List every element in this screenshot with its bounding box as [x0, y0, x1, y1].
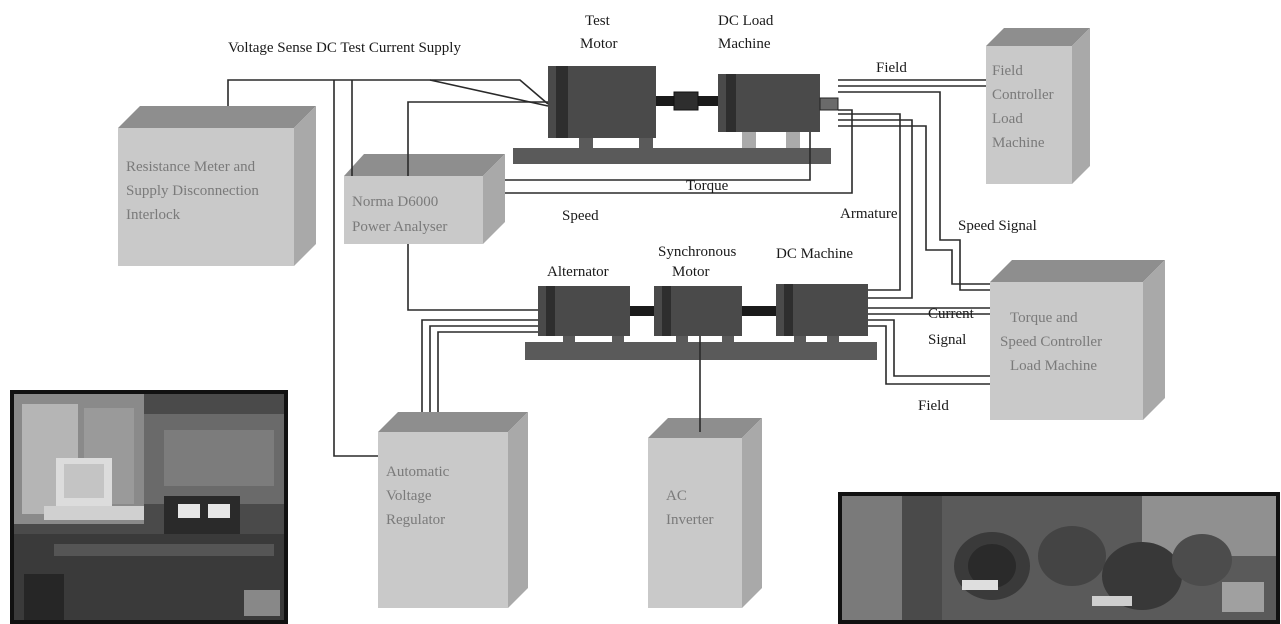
bottom-shaft-2 [742, 306, 776, 316]
dc-machine-label: DC Machine [776, 246, 853, 262]
lab-photo-left-image [14, 394, 284, 620]
field-controller-box: Field Controller Load Machine [986, 28, 1090, 184]
sync-motor-label-2: Motor [672, 264, 710, 280]
torque-label: Torque [686, 178, 729, 194]
avr-line-1: Automatic [386, 464, 450, 480]
dc-load-label-2: Machine [718, 36, 771, 52]
alternator [538, 286, 630, 336]
lab-photo-right [838, 492, 1280, 624]
speed-signal-label: Speed Signal [958, 218, 1037, 234]
avr-line-2: Voltage [386, 488, 432, 504]
speed-label: Speed [562, 208, 599, 224]
ac-inverter-line-2: Inverter [666, 512, 713, 528]
torque-transducer [673, 91, 699, 111]
test-motor-label-2: Motor [580, 36, 618, 52]
field-controller-line-4: Machine [992, 135, 1045, 151]
bottom-shaft-1 [630, 306, 654, 316]
current-signal-label-1: Current [928, 306, 975, 322]
dc-machine [776, 284, 868, 336]
torque-speed-controller-box: Torque and Speed Controller Load Machine [990, 260, 1165, 420]
voltage-sense-label: Voltage Sense DC Test Current Supply [228, 40, 461, 56]
field-controller-line-3: Load [992, 111, 1023, 127]
test-motor-label-1: Test [585, 13, 611, 29]
top-test-bed [513, 132, 831, 164]
power-analyser-line-1: Norma D6000 [352, 194, 438, 210]
resistance-meter-line-1: Resistance Meter and [126, 159, 256, 175]
avr-line-3: Regulator [386, 512, 445, 528]
torque-speed-line-1: Torque and [1010, 310, 1078, 326]
ac-inverter-box: AC Inverter [648, 418, 762, 608]
bottom-test-bed [525, 334, 877, 360]
resistance-meter-line-2: Supply Disconnection [126, 183, 259, 199]
dc-load-machine [718, 74, 839, 132]
armature-label: Armature [840, 206, 898, 222]
alternator-label: Alternator [547, 264, 609, 280]
dc-load-label-1: DC Load [718, 13, 774, 29]
wiring [227, 79, 990, 457]
field-controller-line-1: Field [992, 63, 1023, 79]
sync-motor-label-1: Synchronous [658, 244, 736, 260]
power-analyser-line-2: Power Analyser [352, 219, 447, 235]
resistance-meter-box: Resistance Meter and Supply Disconnectio… [118, 106, 316, 266]
lab-photo-right-image [842, 496, 1276, 620]
torque-speed-line-3: Load Machine [1010, 358, 1097, 374]
power-analyser-box: Norma D6000 Power Analyser [344, 154, 505, 244]
synchronous-motor [654, 286, 742, 336]
current-signal-label-2: Signal [928, 332, 966, 348]
field-top-label: Field [876, 60, 907, 76]
lab-photo-left [10, 390, 288, 624]
avr-box: Automatic Voltage Regulator [378, 412, 528, 608]
field-controller-line-2: Controller [992, 87, 1054, 103]
field-bottom-label: Field [918, 398, 949, 414]
test-motor [548, 66, 656, 138]
torque-speed-line-2: Speed Controller [1000, 334, 1102, 350]
resistance-meter-line-3: Interlock [126, 207, 181, 223]
ac-inverter-line-1: AC [666, 488, 687, 504]
